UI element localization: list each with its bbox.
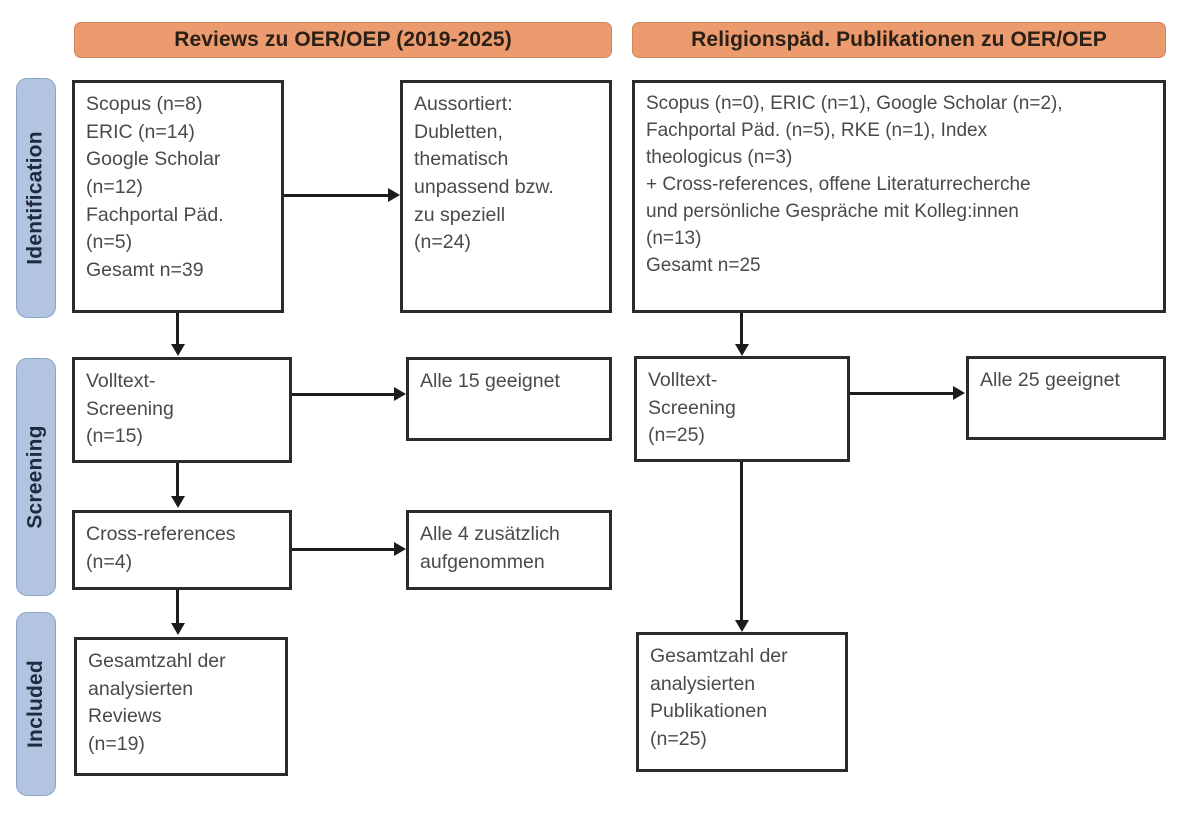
connector-left-sources-to-excluded <box>284 194 389 197</box>
stage-label-identification: Identification <box>24 131 47 265</box>
connector-right-fulltext-to-result <box>850 392 954 395</box>
box-left-excluded: Aussortiert: Dubletten, thematisch unpas… <box>400 80 612 313</box>
connector-left-fulltext-to-crossrefs <box>176 463 179 497</box>
box-left-fulltext-result: Alle 15 geeignet <box>406 357 612 441</box>
box-right-fulltext-result: Alle 25 geeignet <box>966 356 1166 440</box>
arrowhead-right-fulltext-to-included <box>734 620 749 632</box>
stage-label-screening: Screening <box>24 425 47 529</box>
connector-left-fulltext-to-result <box>292 393 395 396</box>
box-left-sources: Scopus (n=8) ERIC (n=14) Google Scholar … <box>72 80 284 313</box>
stage-pill-included: Included <box>16 612 56 796</box>
banner-right-column: Religionspäd. Publikationen zu OER/OEP <box>632 22 1166 58</box>
arrowhead-left-crossrefs-to-included <box>170 623 185 635</box>
box-left-crossrefs: Cross-references (n=4) <box>72 510 292 590</box>
stage-pill-screening: Screening <box>16 358 56 596</box>
box-right-fulltext-screening: Volltext- Screening (n=25) <box>634 356 850 462</box>
connector-left-crossrefs-to-result <box>292 548 395 551</box>
stage-pill-identification: Identification <box>16 78 56 318</box>
banner-left-column: Reviews zu OER/OEP (2019-2025) <box>74 22 612 58</box>
box-right-included: Gesamtzahl der analysierten Publikatione… <box>636 632 848 772</box>
arrowhead-right-sources-to-fulltext <box>734 344 749 356</box>
arrowhead-left-sources-to-excluded <box>388 188 400 202</box>
box-left-fulltext-screening: Volltext- Screening (n=15) <box>72 357 292 463</box>
arrowhead-left-sources-to-fulltext <box>170 344 185 356</box>
connector-left-crossrefs-to-included <box>176 590 179 624</box>
arrowhead-right-fulltext-to-result <box>953 386 965 400</box>
arrowhead-left-fulltext-to-crossrefs <box>170 496 185 508</box>
banner-right-label: Religionspäd. Publikationen zu OER/OEP <box>691 28 1107 51</box>
connector-right-fulltext-to-included <box>740 462 743 621</box>
arrowhead-left-crossrefs-to-result <box>394 542 406 556</box>
connector-right-sources-to-fulltext <box>740 313 743 345</box>
connector-left-sources-to-fulltext <box>176 313 179 345</box>
arrowhead-left-fulltext-to-result <box>394 387 406 401</box>
banner-left-label: Reviews zu OER/OEP (2019-2025) <box>174 28 512 51</box>
box-left-included: Gesamtzahl der analysierten Reviews (n=1… <box>74 637 288 776</box>
box-left-crossrefs-result: Alle 4 zusätzlich aufgenommen <box>406 510 612 590</box>
stage-label-included: Included <box>24 660 48 748</box>
box-right-sources: Scopus (n=0), ERIC (n=1), Google Scholar… <box>632 80 1166 313</box>
